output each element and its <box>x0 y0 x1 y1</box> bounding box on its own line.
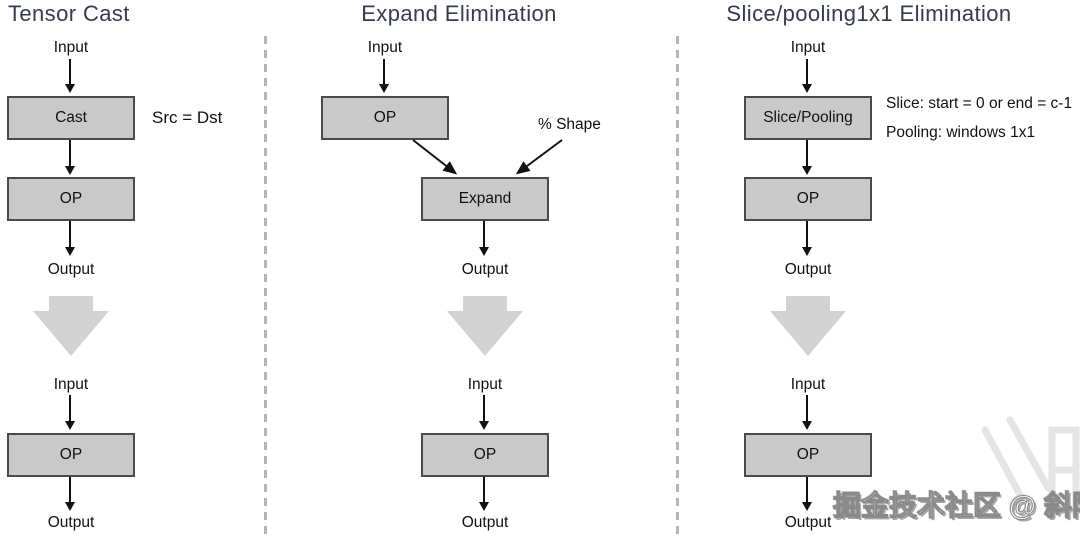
down-arrow <box>65 477 75 511</box>
op-node: OP <box>7 177 135 221</box>
output-label: Output <box>47 261 95 278</box>
transform-arrow-icon <box>770 296 846 356</box>
op-node: OP <box>7 433 135 477</box>
slice-annotation: Slice: start = 0 or end = c-1 <box>886 95 1073 112</box>
down-arrow <box>802 221 812 256</box>
column-divider <box>676 36 679 536</box>
op-node: OP <box>321 96 449 140</box>
input-label: Input <box>53 376 89 393</box>
down-arrow <box>65 59 75 93</box>
pooling-annotation: Pooling: windows 1x1 <box>886 124 1036 141</box>
converging-arrows <box>412 139 563 175</box>
output-label: Output <box>47 514 95 531</box>
cast-node: Cast <box>7 96 135 140</box>
input-label: Input <box>53 39 89 56</box>
down-arrow <box>802 59 812 93</box>
panel-title: Tensor Cast <box>8 1 130 26</box>
panel-title: Expand Elimination <box>361 1 557 26</box>
down-arrow <box>65 395 75 430</box>
op-node: OP <box>421 433 549 477</box>
down-arrow <box>65 140 75 175</box>
op-node: OP <box>744 177 872 221</box>
input-label: Input <box>367 39 403 56</box>
output-label: Output <box>461 261 509 278</box>
down-arrow <box>379 59 389 93</box>
input-label: Input <box>790 39 826 56</box>
down-arrow <box>65 221 75 256</box>
down-arrow <box>802 140 812 175</box>
slice-pooling-node: Slice/Pooling <box>744 96 872 140</box>
output-label: Output <box>784 261 832 278</box>
output-label: Output <box>461 514 509 531</box>
input-label: Input <box>467 376 503 393</box>
watermark-text: 掘金技术社区 @ 斜阳1 <box>832 490 1080 522</box>
column-divider <box>264 36 267 536</box>
output-label: Output <box>784 514 832 531</box>
down-arrow <box>802 477 812 511</box>
op-node: OP <box>744 433 872 477</box>
expand-node: Expand <box>421 177 549 221</box>
shape-annotation: % Shape <box>538 116 601 133</box>
down-arrow <box>479 477 489 511</box>
transform-arrow-icon <box>447 296 523 356</box>
cast-annotation: Src = Dst <box>152 108 223 127</box>
panel-title: Slice/pooling1x1 Elimination <box>726 1 1012 26</box>
down-arrow <box>479 395 489 430</box>
down-arrow <box>802 395 812 430</box>
input-label: Input <box>790 376 826 393</box>
transform-arrow-icon <box>33 296 109 356</box>
down-arrow <box>479 221 489 256</box>
